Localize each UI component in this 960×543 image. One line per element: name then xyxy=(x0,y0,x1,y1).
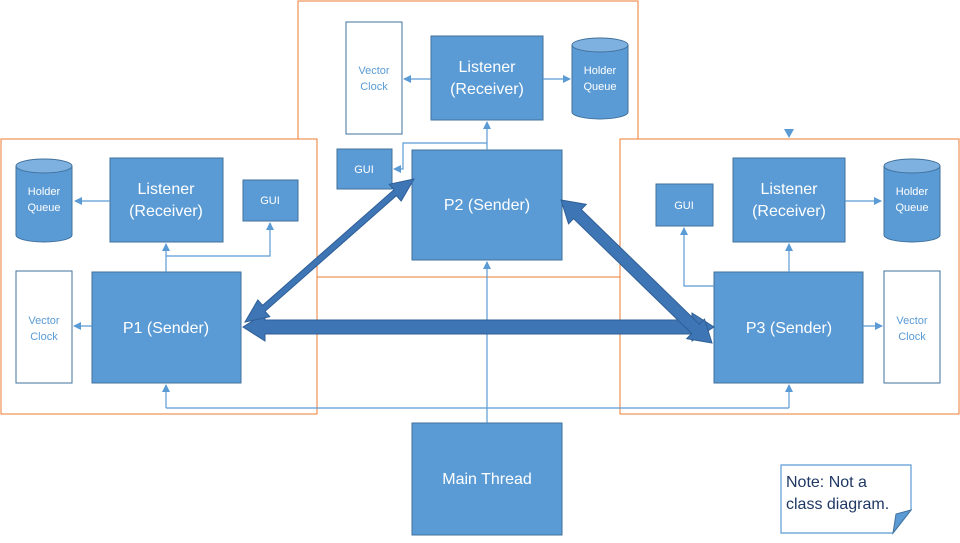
main-thread xyxy=(411,422,563,536)
p2-holder-queue-line2: Queue xyxy=(583,81,616,93)
note-callout xyxy=(780,464,913,535)
p1-gui xyxy=(242,179,299,222)
p3-holder-queue-cylinder xyxy=(883,158,941,243)
p3-sender-to-gui-line xyxy=(680,227,714,287)
p2-sender-to-gui-line xyxy=(393,142,487,173)
p1-holder-queue-line2: Queue xyxy=(27,202,60,214)
p1-sender xyxy=(91,271,242,384)
p3-holder-queue-line2: Queue xyxy=(895,202,928,214)
p2-gui-label: GUI xyxy=(354,164,374,176)
note-line2: class diagram. xyxy=(786,496,889,513)
p1-sender-to-gui-line xyxy=(166,222,274,257)
note-line1: Note: Not a xyxy=(786,474,867,491)
p1-holder-queue-line1: Holder xyxy=(28,186,61,198)
p2-sender-label: P2 (Sender) xyxy=(444,197,530,214)
p3-listener-line1: Listener xyxy=(761,181,819,198)
p2-vector-clock-line2: Clock xyxy=(360,81,388,93)
p3-sender-label: P3 (Sender) xyxy=(746,320,832,337)
p3-listener-line2: (Receiver) xyxy=(752,203,826,220)
p2-listener xyxy=(430,35,544,121)
p1-listener xyxy=(109,157,224,243)
p2-holder-queue-line1: Holder xyxy=(584,65,617,77)
p3-gui xyxy=(655,183,714,227)
p2-vector-clock-line1: Vector xyxy=(358,65,390,77)
p1-vector-clock-line1: Vector xyxy=(28,315,60,327)
p2-listener-line2: (Receiver) xyxy=(450,81,524,98)
p2-gui xyxy=(336,148,393,190)
p1-vector-clock-line2: Clock xyxy=(30,331,58,343)
p1-p2-double-arrow xyxy=(243,178,416,323)
p3-vector-clock-line1: Vector xyxy=(896,315,928,327)
p3-vector-clock xyxy=(883,270,941,384)
p2-sender xyxy=(411,149,563,261)
p3-listener xyxy=(732,157,846,243)
p3-frame-incoming-arrowhead xyxy=(784,129,794,138)
p1-listener-line2: (Receiver) xyxy=(129,203,203,220)
p2-holder-queue-cylinder xyxy=(571,37,629,120)
main-thread-label: Main Thread xyxy=(442,471,532,488)
p1-gui-label: GUI xyxy=(260,195,280,207)
p1-vector-clock xyxy=(15,270,73,384)
p2-listener-line1: Listener xyxy=(459,59,517,76)
p1-listener-line1: Listener xyxy=(138,181,196,198)
p3-holder-queue-line1: Holder xyxy=(896,186,929,198)
p2-vector-clock xyxy=(345,21,403,135)
p3-gui-label: GUI xyxy=(674,200,694,212)
p1-sender-label: P1 (Sender) xyxy=(123,320,209,337)
p2-p3-double-arrow xyxy=(560,199,713,344)
p3-vector-clock-line2: Clock xyxy=(898,331,926,343)
p1-holder-queue-cylinder xyxy=(15,158,73,243)
